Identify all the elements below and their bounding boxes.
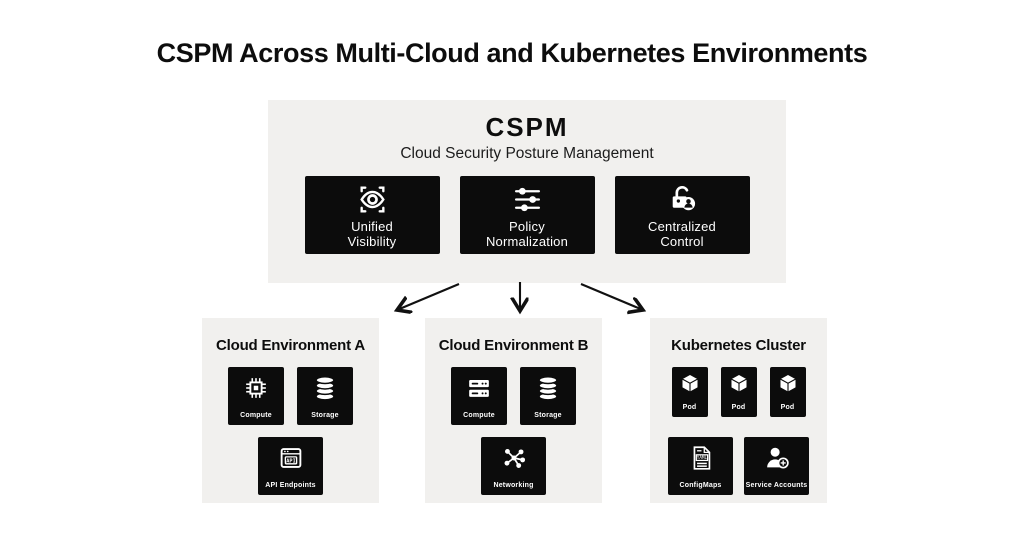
database-icon bbox=[533, 373, 563, 403]
resource-tile-label: Networking bbox=[493, 482, 534, 489]
cloud-environment-b-panel: Cloud Environment B bbox=[425, 318, 602, 503]
capability-label-line: Control bbox=[660, 234, 704, 250]
diagram-title: CSPM Across Multi-Cloud and Kubernetes E… bbox=[156, 38, 868, 68]
capability-label-line: Centralized bbox=[648, 219, 716, 234]
env-b-row-2: Networking bbox=[425, 437, 602, 495]
resource-tile-compute: Compute bbox=[451, 367, 507, 425]
cube-icon bbox=[678, 372, 702, 396]
lock-user-icon bbox=[666, 183, 699, 216]
sliders-icon bbox=[511, 183, 544, 216]
connector-arrows bbox=[375, 282, 665, 321]
resource-tile-storage: Storage bbox=[297, 367, 353, 425]
capability-label-line: Normalization bbox=[485, 234, 569, 250]
cube-icon bbox=[727, 372, 751, 396]
resource-tile-label: Pod bbox=[731, 404, 746, 411]
resource-tile-label: API Endpoints bbox=[265, 482, 316, 489]
chip-icon bbox=[241, 373, 271, 403]
k8s-title: Kubernetes Cluster bbox=[671, 337, 806, 354]
resource-tile-label: ConfigMaps bbox=[679, 482, 722, 489]
resource-tile-label: Compute bbox=[463, 412, 495, 419]
resource-tile-pod: Pod bbox=[769, 367, 806, 417]
yaml-icon-text: YAML bbox=[696, 455, 707, 461]
capability-label-line: Unified bbox=[351, 219, 393, 234]
yaml-file-icon: YAML bbox=[686, 443, 716, 473]
api-icon-text: API bbox=[286, 459, 295, 465]
cloud-environment-a-panel: Cloud Environment A Compute bbox=[202, 318, 379, 503]
env-b-title: Cloud Environment B bbox=[438, 337, 589, 354]
resource-tile-storage: Storage bbox=[520, 367, 576, 425]
kubernetes-cluster-panel: Kubernetes Cluster Pod bbox=[650, 318, 827, 503]
k8s-row-2: YAML ConfigMaps bbox=[650, 437, 827, 495]
k8s-row-1: Pod Pod bbox=[650, 367, 827, 417]
resource-tile-label: Compute bbox=[240, 412, 272, 419]
resource-tile-label: Storage bbox=[534, 412, 562, 419]
resource-tile-configmaps: YAML ConfigMaps bbox=[668, 437, 733, 495]
resource-tile-service-accounts: Service Accounts bbox=[744, 437, 809, 495]
capability-label-line: Policy bbox=[509, 219, 545, 234]
resource-tile-label: Storage bbox=[311, 412, 339, 419]
api-window-icon: API bbox=[276, 443, 306, 473]
capability-label-line: Visibility bbox=[347, 234, 397, 250]
user-plus-icon bbox=[762, 443, 792, 473]
resource-tile-label: Service Accounts bbox=[745, 482, 808, 489]
resource-tile-networking: Networking bbox=[481, 437, 546, 495]
resource-tile-pod: Pod bbox=[671, 367, 708, 417]
database-icon bbox=[310, 373, 340, 403]
cube-icon bbox=[776, 372, 800, 396]
resource-tile-api-endpoints: API API Endpoints bbox=[258, 437, 323, 495]
env-a-row-2: API API Endpoints bbox=[202, 437, 379, 495]
network-icon bbox=[499, 443, 529, 473]
server-icon bbox=[464, 373, 494, 403]
resource-tile-label: Pod bbox=[780, 404, 795, 411]
resource-tile-pod: Pod bbox=[720, 367, 757, 417]
resource-tile-label: Pod bbox=[682, 404, 697, 411]
cspm-panel: CSPM Cloud Security Posture Management U… bbox=[268, 100, 786, 283]
env-a-row-1: Compute Storage bbox=[202, 367, 379, 425]
cspm-subtitle: Cloud Security Posture Management bbox=[400, 145, 654, 162]
eye-scan-icon bbox=[356, 183, 389, 216]
cspm-heading: CSPM bbox=[485, 112, 569, 142]
env-b-row-1: Compute Storage bbox=[425, 367, 602, 425]
env-a-title: Cloud Environment A bbox=[216, 337, 365, 354]
resource-tile-compute: Compute bbox=[228, 367, 284, 425]
